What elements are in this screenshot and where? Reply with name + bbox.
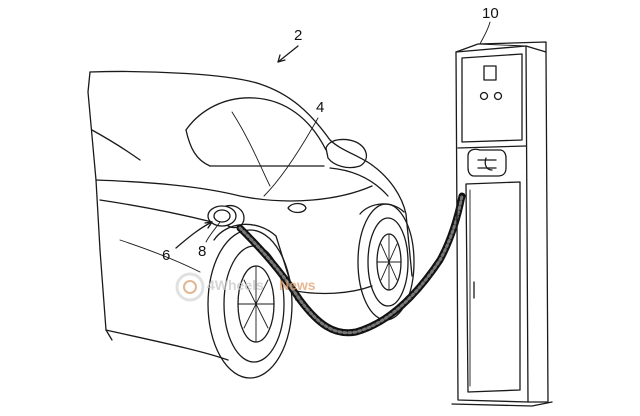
watermark-logo-icon [175,272,205,302]
label-charging-station: 10 [482,5,499,22]
leader-vehicle [277,45,299,63]
label-charging-port: 6 [162,247,170,264]
watermark-brand-a: 4Wheels [207,277,264,293]
charging-station [451,41,553,407]
watermark-brand-b: News [279,277,316,293]
label-door-region: 4 [316,99,324,116]
rear-wheel [207,223,297,379]
arrowhead-charging-port [204,221,213,229]
label-port-cap: 8 [198,243,206,260]
leader-port-cap [205,221,221,243]
arrowhead-vehicle [277,54,286,63]
charging-cable [236,192,466,337]
reference-labels: 2 4 6 8 10 [162,5,499,264]
label-vehicle: 2 [294,27,302,44]
charging-port [207,204,245,229]
leader-door-region [263,117,319,197]
leader-charging-port [175,221,213,249]
watermark: 4Wheels News [175,272,316,302]
leader-charging-station [479,21,491,45]
